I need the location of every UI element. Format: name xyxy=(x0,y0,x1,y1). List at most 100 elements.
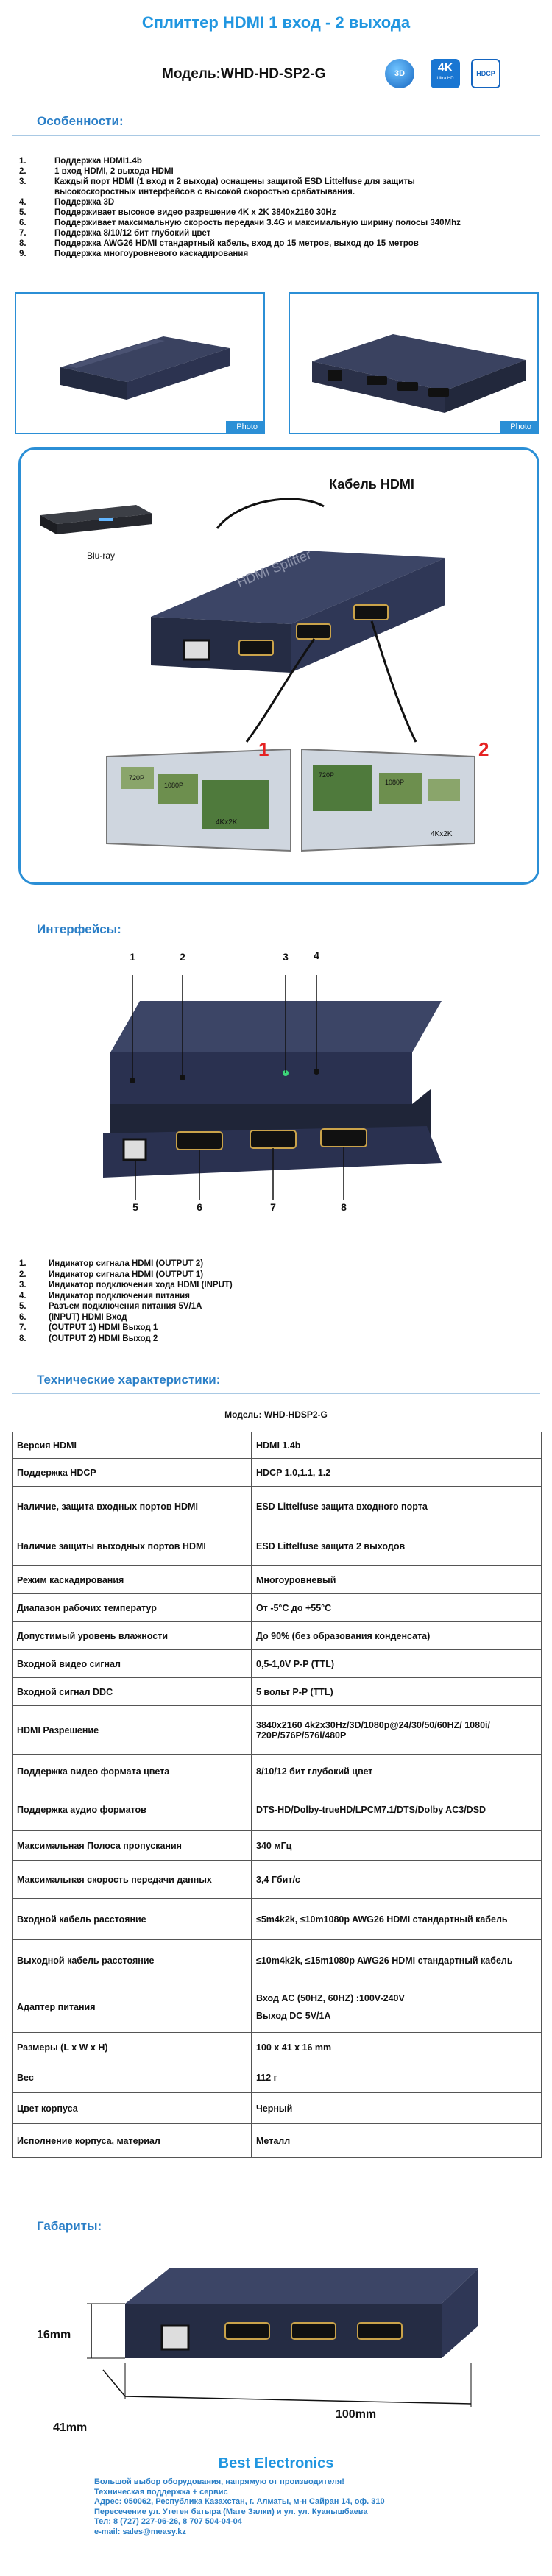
output-2-number: 2 xyxy=(478,738,489,760)
list-item-text: Разъем подключения питания 5V/1A xyxy=(49,1302,202,1311)
tv-label: 1080P xyxy=(385,779,404,786)
spec-value-line: Вход AC (50HZ, 60HZ) :100V-240V xyxy=(256,1992,405,2003)
bluray-label: Blu-ray xyxy=(87,551,116,561)
list-item-text: Поддерживает высокое видео разрешение 4K… xyxy=(54,208,336,217)
list-item: 6.Поддерживает максимальную скорость пер… xyxy=(19,218,534,228)
hdmi-port-icon xyxy=(428,388,449,397)
list-item: 8. Поддержка AWG26 HDMI стандартный кабел… xyxy=(19,238,534,249)
list-item: 5.Разъем подключения питания 5V/1A xyxy=(19,1301,314,1312)
interfaces-artwork xyxy=(103,975,442,1200)
spec-key: Поддержка аудио форматов xyxy=(12,1788,252,1831)
4k-badge-icon: 4K Ultra HD xyxy=(431,59,460,88)
list-item-text: Поддержка AWG26 HDMI стандартный кабель,… xyxy=(54,239,419,248)
list-item-number: 9. xyxy=(19,250,26,258)
3d-badge-icon: 3D xyxy=(385,59,414,88)
list-item-text: Индикатор подключения хода HDMI (INPUT) xyxy=(49,1281,233,1289)
tv-label: 720P xyxy=(319,771,334,779)
callout-number: 2 xyxy=(180,951,185,963)
list-item-number: 7. xyxy=(19,1323,26,1332)
list-item-number: 4. xyxy=(19,198,26,207)
spec-value: 3,4 Гбит/с xyxy=(251,1860,542,1899)
spec-value: HDCP 1.0,1.1, 1.2 xyxy=(251,1458,542,1487)
diagram-artwork: HDMI Splitter 720P 1080P 4Kx2K 720P 1080… xyxy=(40,498,475,852)
interfaces-heading: Интерфейсы: xyxy=(37,922,121,936)
spec-key: Вес xyxy=(12,2062,252,2093)
spec-key: Версия HDMI xyxy=(12,1432,252,1459)
hdmi-port-icon xyxy=(397,382,418,391)
dimensions-heading: Габариты: xyxy=(37,2219,102,2233)
list-item-text: Индикатор сигнала HDMI (OUTPUT 1) xyxy=(49,1270,204,1279)
footer-contacts: Большой выбор оборудования, напрямую от … xyxy=(94,2477,385,2537)
product-photo-front: Photo xyxy=(15,292,265,434)
spec-key: HDMI Разрешение xyxy=(12,1705,252,1755)
page-title: Сплиттер HDMI 1 вход - 2 выхода xyxy=(141,13,411,32)
list-item-number: 7. xyxy=(19,229,26,238)
spec-value: До 90% (без образования конденсата) xyxy=(251,1621,542,1650)
list-item-number: 1. xyxy=(19,157,26,166)
callout-number: 7 xyxy=(270,1201,276,1213)
spec-key: Выходной кабель расстояние xyxy=(12,1939,252,1981)
footer-line: Техническая поддержка + сервис xyxy=(94,2487,228,2497)
spec-key: Поддержка HDCP xyxy=(12,1458,252,1487)
spec-value: Металл xyxy=(251,2123,542,2158)
list-item-text: Индикатор сигнала HDMI (OUTPUT 2) xyxy=(49,1259,204,1268)
list-item-number: 3. xyxy=(19,177,26,186)
tv-label: 4Kx2K xyxy=(216,818,238,827)
height-dimension: 16mm xyxy=(37,2329,71,2341)
callout-number: 8 xyxy=(341,1201,347,1213)
spec-key: Режим каскадирования xyxy=(12,1565,252,1594)
spec-key: Наличие, защита входных портов HDMI xyxy=(12,1486,252,1526)
splitter-dimensions-icon xyxy=(125,2268,478,2358)
list-item-text: (INPUT) HDMI Вход xyxy=(49,1312,127,1322)
spec-key: Диапазон рабочих температур xyxy=(12,1593,252,1622)
callout-number: 4 xyxy=(314,949,319,961)
splitter-device-icon: HDMI Splitter xyxy=(151,547,445,673)
length-dimension: 100mm xyxy=(336,2408,377,2421)
tv-display-left: 720P 1080P 4Kx2K xyxy=(106,748,291,852)
model-label: Модель:WHD-HD-SP2-G xyxy=(162,66,326,82)
list-item-number: 8. xyxy=(19,239,26,248)
4k-badge-subtext: Ultra HD xyxy=(436,77,454,81)
list-item-text: Поддержка 3D xyxy=(54,198,115,207)
list-item: 2.1 вход HDMI, 2 выхода HDMI xyxy=(19,166,534,177)
hdcp-badge-icon: HDCP xyxy=(471,59,500,88)
spec-value: ≤10m4k2k, ≤15m1080p AWG26 HDMI стандартн… xyxy=(251,1939,542,1981)
interfaces-list: 1. Индикатор сигнала HDMI (OUTPUT 2) 2.Ин… xyxy=(19,1259,314,1344)
spec-key: Поддержка видео формата цвета xyxy=(12,1754,252,1788)
list-item: 6. (INPUT) HDMI Вход xyxy=(19,1312,314,1323)
list-item-number: 1. xyxy=(19,1259,26,1268)
tv-label: 720P xyxy=(129,774,144,782)
footer-email[interactable]: e-mail: sales@measy.kz xyxy=(94,2527,186,2536)
spec-key: Максимальная скорость передачи данных xyxy=(12,1860,252,1899)
spec-key: Входной сигнал DDC xyxy=(12,1677,252,1706)
spec-value: 112 г xyxy=(251,2062,542,2093)
callout-number: 3 xyxy=(283,951,289,963)
list-item: 1.Поддержка HDMI1.4b xyxy=(19,156,534,166)
features-divider xyxy=(12,135,540,136)
dc-port-icon xyxy=(328,370,342,381)
list-item: 9.Поддержка многоуровневого каскадирован… xyxy=(19,249,534,259)
cable-label: Кабель HDMI xyxy=(329,477,414,492)
splitter-ports-image xyxy=(312,334,526,413)
spec-key: Цвет корпуса xyxy=(12,2092,252,2124)
spec-value: 8/10/12 бит глубокий цвет xyxy=(251,1754,542,1788)
list-item-text: Каждый порт HDMI (1 вход и 2 выхода) осн… xyxy=(54,177,415,186)
spec-value: 0,5-1,0V P-P (TTL) xyxy=(251,1649,542,1678)
list-item: 3. Каждый порт HDMI (1 вход и 2 выхода) о… xyxy=(19,177,534,187)
splitter-front-image xyxy=(60,336,230,400)
list-item: 2.Индикатор сигнала HDMI (OUTPUT 1) xyxy=(19,1270,314,1281)
4k-badge-text: 4K xyxy=(437,62,453,74)
list-item-number: 6. xyxy=(19,1312,26,1322)
specs-heading: Технические характеристики: xyxy=(37,1373,221,1387)
